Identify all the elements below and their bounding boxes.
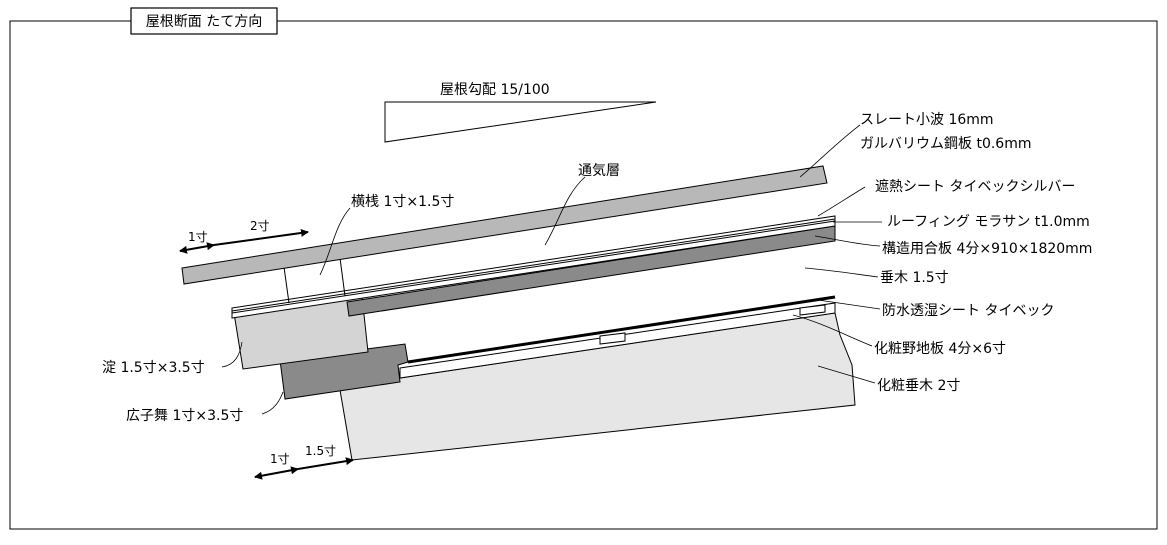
leader-yodo (221, 341, 243, 368)
leader-hirokomai (261, 391, 284, 415)
leader-rafter (804, 267, 879, 278)
board-notch-2 (799, 304, 826, 316)
label-batten: 横桟 1寸×1.5寸 (351, 194, 454, 210)
label-waterproof-sheet: 防水透湿シート タイベック (882, 303, 1054, 319)
leader-batten (319, 207, 351, 276)
label-plywood: 構造用合板 4分×910×1820mm (882, 241, 1092, 257)
dim-arrow-bottom-2 (297, 457, 354, 470)
dim-arrow-bottom-1 (254, 466, 299, 480)
outer-frame (9, 20, 1158, 530)
leader-vent (544, 176, 586, 246)
dim-arrow-top-2 (213, 228, 309, 246)
diagram-title: 屋根断面 たて方向 (146, 14, 262, 30)
heat-sheet-line (231, 218, 836, 312)
roofing-line (231, 220, 836, 314)
top-dimension (179, 228, 309, 254)
leader-decor-rafter (817, 365, 876, 384)
dim-bottom-2: 1.5寸 (305, 444, 336, 458)
label-slate: スレート小波 16mm (860, 112, 994, 128)
leader-slate (799, 124, 861, 178)
leader-decor-board (792, 314, 873, 347)
bottom-dimension (254, 457, 354, 480)
leader-lines (221, 124, 882, 415)
label-vent-layer: 通気層 (578, 163, 620, 179)
label-yodo: 淀 1.5寸×3.5寸 (102, 360, 205, 376)
slate-galvalume (181, 165, 828, 285)
label-galvalume: ガルバリウム鋼板 t0.6mm (860, 136, 1031, 152)
slope-triangle (384, 101, 657, 143)
plywood (346, 225, 836, 317)
slope-label: 屋根勾配 15/100 (440, 82, 550, 98)
batten-post-right (339, 257, 346, 297)
label-decor-rafter: 化粧垂木 2寸 (877, 378, 960, 394)
label-rafter: 垂木 1.5寸 (880, 270, 949, 286)
label-hirokomai: 広子舞 1寸×3.5寸 (126, 408, 243, 424)
board-notch-1 (599, 332, 626, 345)
batten-post-left (283, 266, 290, 304)
leader-heat-sheet (817, 186, 866, 217)
dim-arrow-top-1 (179, 242, 215, 254)
label-roofing: ルーフィング モラサン t1.0mm (887, 214, 1090, 230)
title-box (130, 7, 278, 35)
waterproof-sheet (407, 295, 836, 364)
dim-top-2: 2寸 (250, 219, 270, 233)
decor-rafter (339, 312, 856, 461)
label-decor-board: 化粧野地板 4分×6寸 (874, 341, 1006, 357)
dim-top-1: 1寸 (188, 230, 208, 244)
leader-waterproof (817, 299, 881, 310)
leader-plywood (814, 235, 881, 247)
dim-bottom-1: 1寸 (270, 452, 290, 466)
label-heat-sheet: 遮熱シート タイベックシルバー (875, 179, 1075, 195)
